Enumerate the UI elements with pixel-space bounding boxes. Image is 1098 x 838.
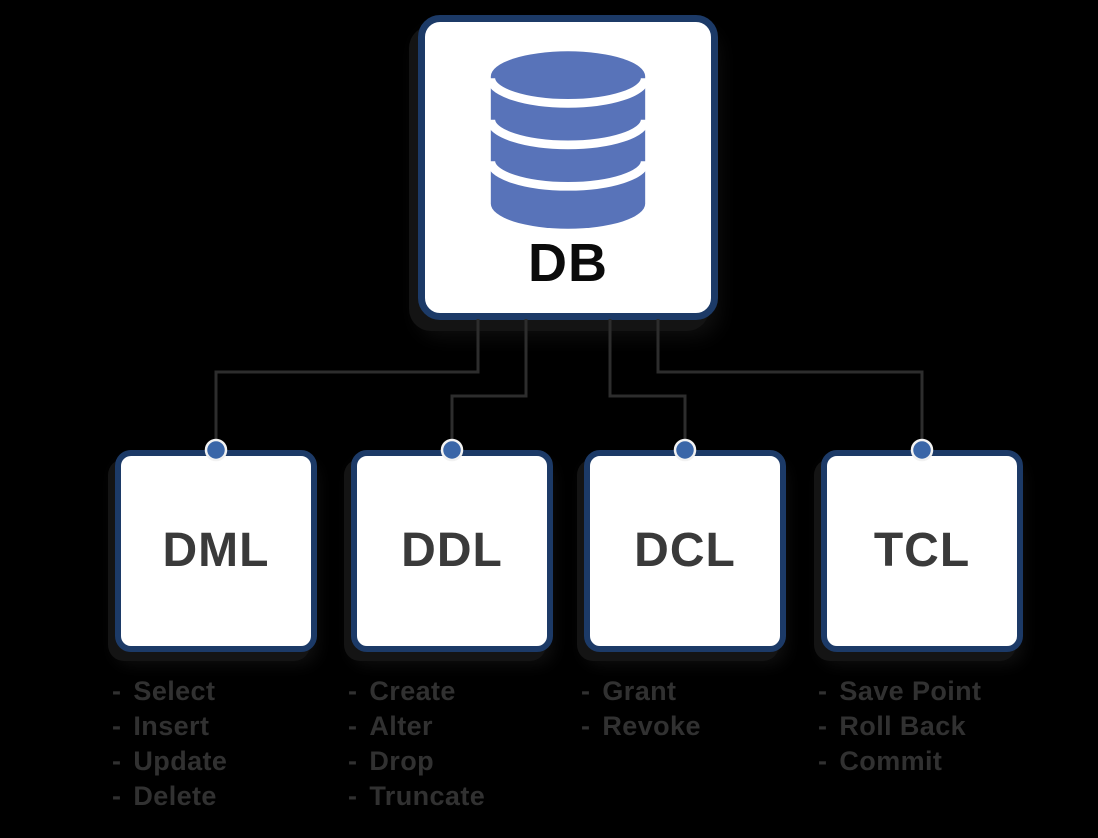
node-box-dml: DML [115, 450, 317, 652]
connector-db-dcl [608, 319, 687, 444]
list-item-label: Roll Back [839, 711, 967, 741]
list-item-bullet: - [348, 711, 358, 741]
list-item-label: Delete [133, 781, 217, 811]
group-tcl: TCL -Save Point -Roll Back -Commit [818, 450, 1024, 779]
list-item-label: Save Point [839, 676, 982, 706]
list-item: -Grant [581, 674, 787, 709]
list-item-label: Truncate [369, 781, 486, 811]
command-list-tcl: -Save Point -Roll Back -Commit [818, 674, 1024, 779]
list-item: -Truncate [348, 779, 554, 814]
list-item-bullet: - [818, 676, 828, 706]
node-box-dcl: DCL [584, 450, 786, 652]
list-item-bullet: - [581, 676, 591, 706]
command-list-dml: -Select -Insert -Update -Delete [112, 674, 318, 814]
list-item: -Select [112, 674, 318, 709]
list-item-bullet: - [348, 781, 358, 811]
list-item: -Revoke [581, 709, 787, 744]
list-item-label: Drop [369, 746, 434, 776]
db-node: DB [418, 15, 718, 320]
group-ddl: DDL -Create -Alter -Drop -Truncate [348, 450, 554, 814]
list-item-bullet: - [348, 676, 358, 706]
list-item-label: Revoke [602, 711, 701, 741]
list-item-label: Alter [369, 711, 433, 741]
node-label-dcl: DCL [634, 524, 736, 577]
list-item-label: Select [133, 676, 216, 706]
list-item: -Roll Back [818, 709, 1024, 744]
list-item-label: Update [133, 746, 228, 776]
list-item-bullet: - [112, 746, 122, 776]
command-list-dcl: -Grant -Revoke [581, 674, 787, 744]
list-item-bullet: - [348, 746, 358, 776]
list-item-bullet: - [112, 676, 122, 706]
list-item: -Insert [112, 709, 318, 744]
list-item-bullet: - [112, 711, 122, 741]
node-label-tcl: TCL [873, 524, 971, 577]
command-list-ddl: -Create -Alter -Drop -Truncate [348, 674, 554, 814]
list-item: -Update [112, 744, 318, 779]
database-icon [486, 51, 650, 229]
connector-db-dml [214, 319, 480, 444]
node-box-ddl: DDL [351, 450, 553, 652]
connector-db-tcl [656, 319, 924, 444]
group-dml: DML -Select -Insert -Update -Delete [112, 450, 318, 814]
node-label-dml: DML [162, 524, 270, 577]
group-dcl: DCL -Grant -Revoke [581, 450, 787, 744]
node-label-ddl: DDL [401, 524, 503, 577]
node-box-tcl: TCL [821, 450, 1023, 652]
list-item: -Commit [818, 744, 1024, 779]
db-label: DB [528, 233, 608, 293]
list-item-bullet: - [818, 746, 828, 776]
list-item: -Save Point [818, 674, 1024, 709]
list-item: -Alter [348, 709, 554, 744]
list-item-bullet: - [581, 711, 591, 741]
list-item: -Delete [112, 779, 318, 814]
list-item-label: Create [369, 676, 456, 706]
list-item-label: Commit [839, 746, 943, 776]
list-item-label: Grant [602, 676, 677, 706]
list-item: -Create [348, 674, 554, 709]
list-item-label: Insert [133, 711, 210, 741]
list-item: -Drop [348, 744, 554, 779]
list-item-bullet: - [818, 711, 828, 741]
list-item-bullet: - [112, 781, 122, 811]
connector-db-ddl [450, 319, 528, 444]
